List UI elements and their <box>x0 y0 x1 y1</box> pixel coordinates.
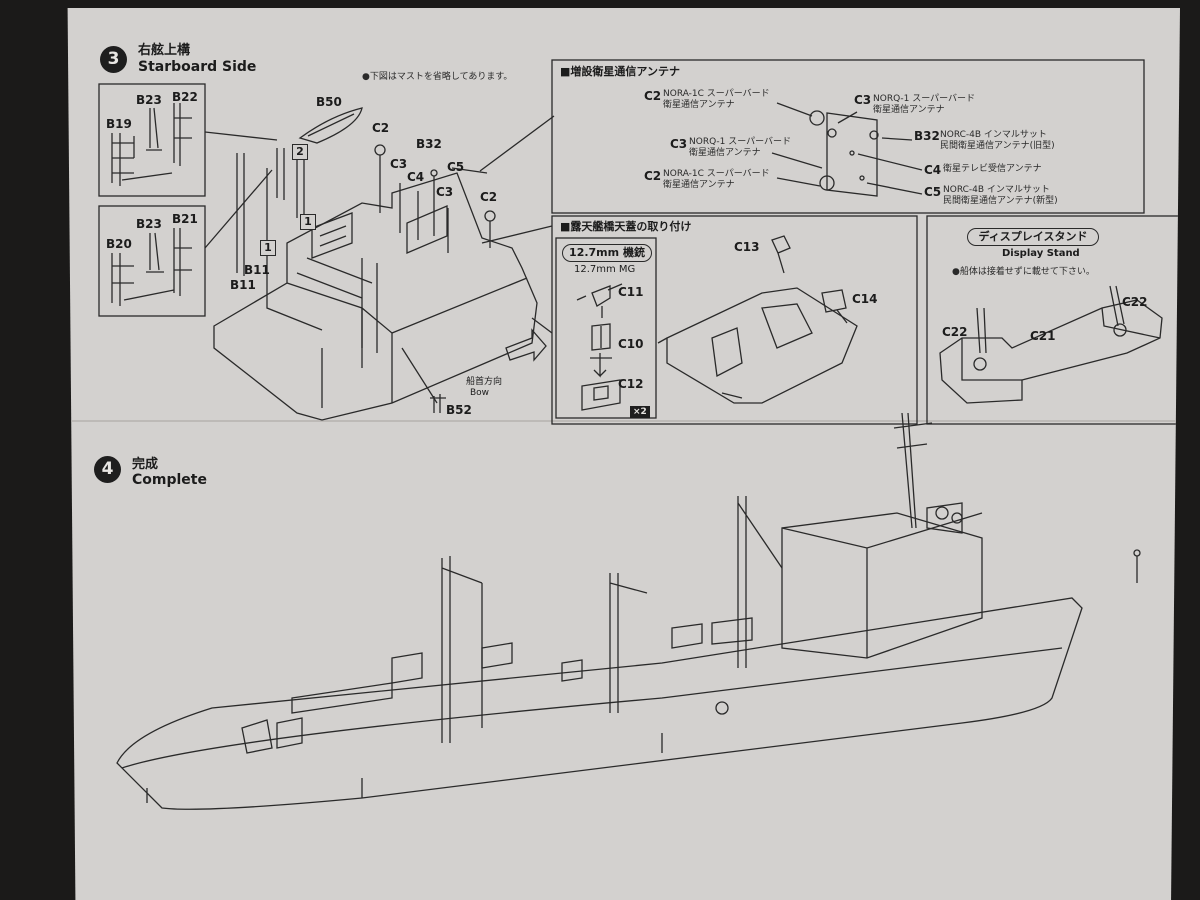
antenna-desc: 衛星通信アンテナ <box>663 180 735 190</box>
callout-number: 2 <box>292 144 308 160</box>
part-label: B32 <box>416 137 442 151</box>
step-3-number: 3 <box>100 46 127 73</box>
part-label: C3 <box>436 185 454 199</box>
part-label: B21 <box>172 212 198 226</box>
part-label: C12 <box>618 377 644 391</box>
antenna-desc: 民間衛星通信アンテナ(旧型) <box>940 141 1055 151</box>
part-label: C2 <box>372 121 390 135</box>
part-label: B19 <box>106 117 132 131</box>
antenna-title: ■増設衛星通信アンテナ <box>560 65 680 78</box>
mg-label-en: 12.7mm MG <box>574 264 636 275</box>
hull <box>116 597 1083 810</box>
bridge-title: ■露天艦橋天蓋の取り付け <box>560 220 692 233</box>
part-label: C14 <box>852 292 878 306</box>
callout-number: 1 <box>260 240 276 256</box>
part-label: C5 <box>447 160 465 174</box>
part-label: C10 <box>618 337 644 351</box>
part-label: B22 <box>172 90 198 104</box>
bridge-box <box>551 215 918 425</box>
bow-direction-jp: 船首方向 <box>466 377 503 387</box>
part-label: C22 <box>1122 295 1148 309</box>
step-3-note: ●下図はマストを省略してあります。 <box>362 72 513 82</box>
antenna-desc: NORA-1C スーパーバード <box>663 89 770 99</box>
part-label: C21 <box>1030 329 1056 343</box>
part-label: B52 <box>446 403 472 417</box>
antenna-desc: 民間衛星通信アンテナ(新型) <box>943 196 1058 206</box>
stand-title-jp: ディスプレイスタンド <box>967 228 1099 246</box>
antenna-desc: 衛星テレビ受信アンテナ <box>943 164 1042 174</box>
mg-sub-box <box>555 237 657 419</box>
fold-line <box>67 420 1180 422</box>
part-label: C2 <box>644 169 662 183</box>
stand-title-en: Display Stand <box>1002 248 1080 259</box>
part-label: B20 <box>106 237 132 251</box>
part-label: C5 <box>924 185 942 199</box>
part-label: C22 <box>942 325 968 339</box>
part-label: C3 <box>670 137 688 151</box>
bow-direction-en: Bow <box>470 388 490 398</box>
part-label: C3 <box>854 93 872 107</box>
stand-box <box>926 215 1180 425</box>
sub-diagram-box-1 <box>98 83 206 197</box>
antenna-desc: 衛星通信アンテナ <box>873 105 945 115</box>
step-4-number: 4 <box>94 456 121 483</box>
quantity-badge: ×2 <box>630 406 650 418</box>
antenna-desc: NORA-1C スーパーバード <box>663 169 770 179</box>
antenna-desc: NORQ-1 スーパーバード <box>689 137 792 147</box>
stand-note: ●船体は接着せずに載せて下さい。 <box>952 267 1095 277</box>
step-3-title-en: Starboard Side <box>138 59 257 75</box>
part-label: B32 <box>914 129 940 143</box>
part-label: B23 <box>136 93 162 107</box>
part-label: B23 <box>136 217 162 231</box>
part-label: C3 <box>390 157 408 171</box>
part-label: C2 <box>644 89 662 103</box>
part-label: B11 <box>230 278 256 292</box>
part-label: C11 <box>618 285 644 299</box>
part-label: B50 <box>316 95 342 109</box>
step-4-title-en: Complete <box>132 472 207 488</box>
part-label: C13 <box>734 240 760 254</box>
step-4-title-jp: 完成 <box>132 457 159 472</box>
antenna-box <box>551 59 1145 214</box>
antenna-desc: NORC-4B インマルサット <box>940 130 1047 140</box>
antenna-desc: 衛星通信アンテナ <box>663 100 735 110</box>
part-label: C4 <box>407 170 425 184</box>
sub-diagram-box-2 <box>98 205 206 317</box>
instruction-sheet: 3 右舷上構 Starboard Side ●下図はマストを省略してあります。 … <box>67 8 1180 900</box>
mg-label-jp: 12.7mm 機銃 <box>562 244 652 262</box>
antenna-desc: 衛星通信アンテナ <box>689 148 761 158</box>
step-3-title-jp: 右舷上構 <box>138 43 191 58</box>
part-label: C4 <box>924 163 942 177</box>
part-label: C2 <box>480 190 498 204</box>
antenna-desc: NORC-4B インマルサット <box>943 185 1050 195</box>
line-art <box>98 59 1180 810</box>
callout-number: 1 <box>300 214 316 230</box>
antenna-desc: NORQ-1 スーパーバード <box>873 94 976 104</box>
part-label: B11 <box>244 263 270 277</box>
